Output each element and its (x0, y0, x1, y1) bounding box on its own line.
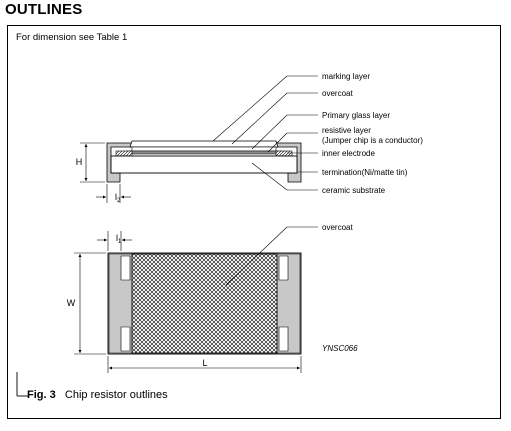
ceramic-substrate (110, 155, 298, 174)
top-termination-left (108, 253, 133, 354)
label-inner-electrode: inner electrode (322, 149, 375, 158)
label-overcoat-top: overcoat (322, 89, 353, 98)
callout-labels: marking layer overcoat Primary glass lay… (322, 72, 423, 232)
inner-electrode-right (275, 150, 293, 157)
glass-layer (131, 146, 277, 152)
label-termination: termination(Ni/matte tin) (322, 168, 408, 177)
l2-dimension-label: l2 (115, 192, 121, 204)
top-view: l1 W L YNSC066 (67, 226, 358, 373)
drawing-code: YNSC066 (322, 344, 358, 353)
leader-ceramic (251, 162, 288, 191)
label-overcoat-bottom: overcoat (322, 223, 353, 232)
leader-resistive (267, 132, 288, 153)
figure-title: Chip resistor outlines (64, 389, 168, 401)
leader-marking (212, 75, 288, 142)
inner-electrode-left (115, 150, 133, 157)
side-view: H l2 (76, 75, 318, 204)
caption-bracket (16, 372, 28, 397)
leader-overcoat-top (231, 92, 288, 145)
top-termination-right (276, 253, 301, 354)
h-dimension-label: H (76, 157, 83, 167)
section-heading: OUTLINES (5, 1, 83, 18)
figure-caption: Fig. 3 Chip resistor outlines (27, 389, 168, 401)
figure-number: Fig. 3 (27, 389, 56, 401)
label-ceramic-substrate: ceramic substrate (322, 186, 386, 195)
label-jumper-note: (Jumper chip is a conductor) (322, 136, 423, 145)
label-marking-layer: marking layer (322, 72, 370, 81)
leader-overcoat-bottom (225, 226, 288, 286)
dimension-note: For dimension see Table 1 (16, 32, 128, 43)
resistive-layer-shape (125, 150, 283, 155)
label-primary-glass: Primary glass layer (322, 111, 390, 120)
top-overcoat-hatch (131, 253, 278, 354)
overcoat-layer (129, 140, 279, 148)
l-dimension-label: L (202, 358, 207, 368)
leader-glass (251, 114, 288, 150)
w-dimension-label: W (67, 298, 76, 308)
label-resistive-layer: resistive layer (322, 126, 371, 135)
l1-dimension-label: l1 (116, 233, 122, 245)
figure-frame (7, 25, 501, 419)
